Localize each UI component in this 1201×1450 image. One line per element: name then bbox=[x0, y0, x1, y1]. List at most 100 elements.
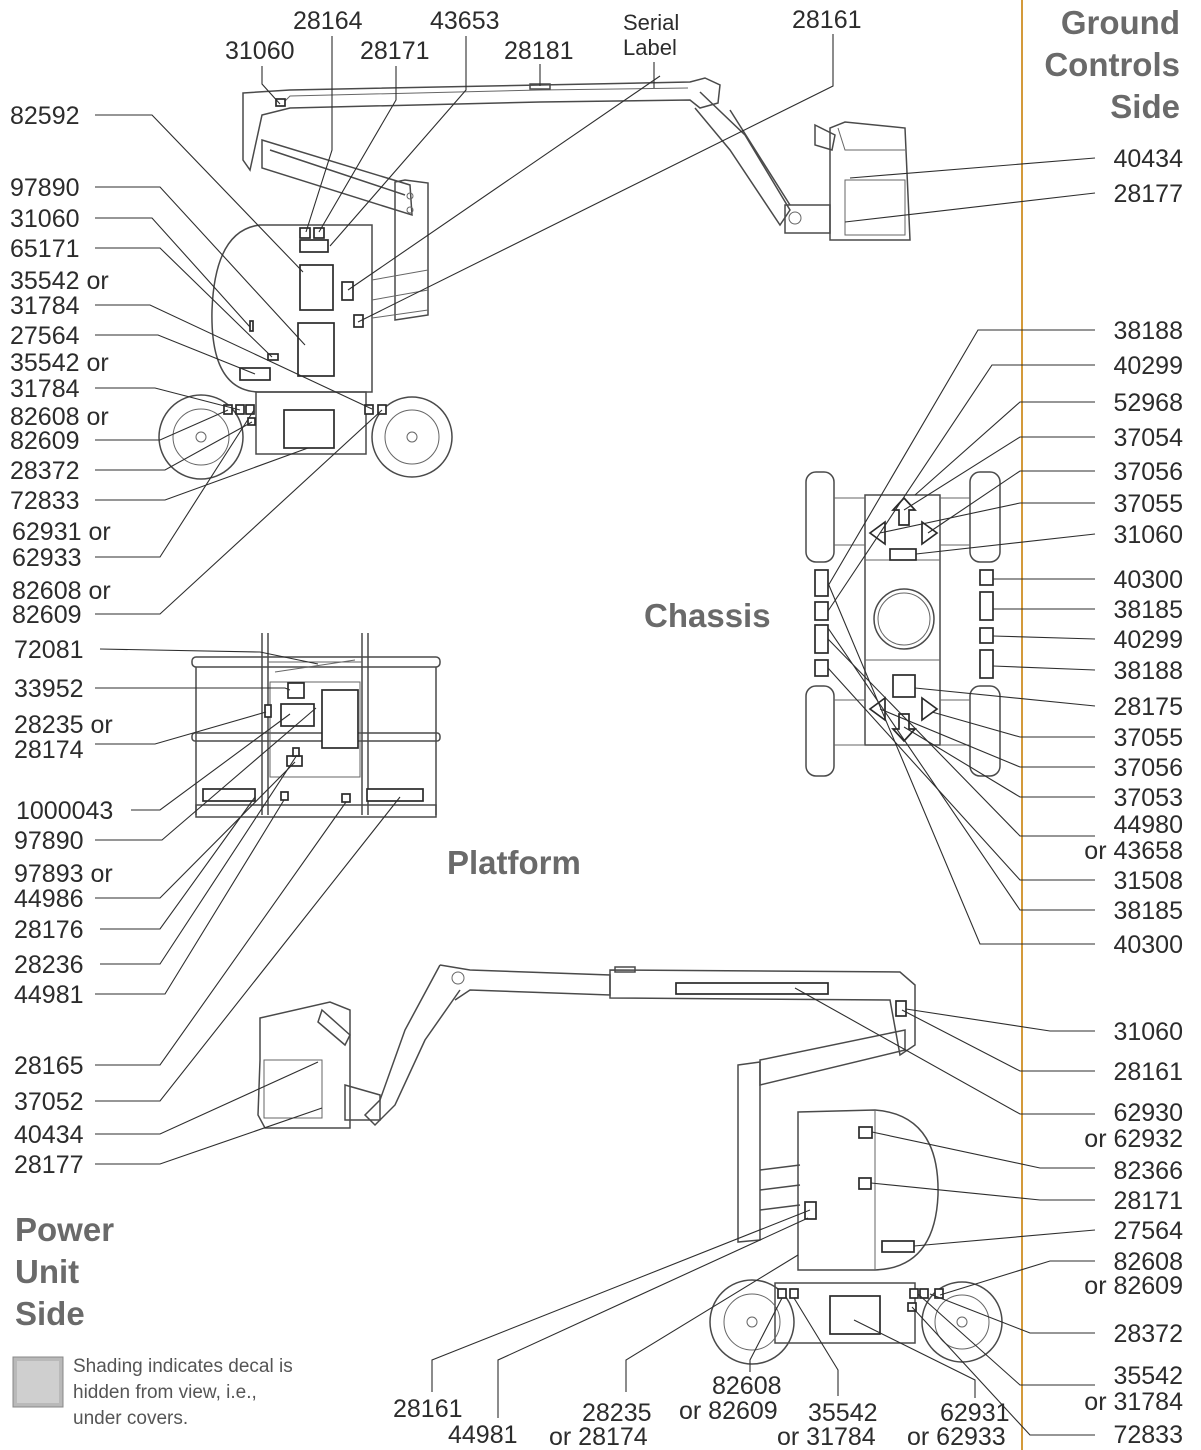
callout-label: 40299 bbox=[1113, 626, 1183, 654]
callout-label: 82592 bbox=[10, 102, 80, 130]
callout-label: 28372 bbox=[10, 457, 80, 485]
callout-label: 31508 bbox=[1113, 867, 1183, 895]
power-side-right-callouts: 31060 28161 62930 or 62932 82366 28171 2… bbox=[1084, 1018, 1183, 1449]
legend-line-2: hidden from view, i.e., bbox=[73, 1382, 257, 1403]
callout-label: or 31784 bbox=[1084, 1388, 1183, 1416]
callout-label: 37053 bbox=[1113, 784, 1183, 812]
callout-label: 82608 or bbox=[10, 403, 109, 431]
callout-label: 82608 or bbox=[12, 577, 111, 605]
callout-label: 40434 bbox=[1113, 145, 1183, 173]
legend-line-1: Shading indicates decal is bbox=[73, 1356, 293, 1377]
bottom-callouts: 28161 44981 28235 or 28174 82608 or 8260… bbox=[393, 1372, 1010, 1450]
callout-label: 40300 bbox=[1113, 931, 1183, 959]
power-heading-line-2: Unit bbox=[15, 1253, 79, 1290]
callout-label: 31784 bbox=[10, 292, 80, 320]
callout-label: 62930 bbox=[1113, 1099, 1183, 1127]
callout-label: 28161 bbox=[1113, 1058, 1183, 1086]
power-heading-line-1: Power bbox=[15, 1211, 114, 1248]
callout-label: 31060 bbox=[10, 205, 80, 233]
callout-label: 35542 or bbox=[10, 349, 109, 377]
callout-label: Label bbox=[623, 35, 677, 60]
callout-label: 44980 bbox=[1113, 811, 1183, 839]
ground-heading-line-1: Ground bbox=[1061, 4, 1180, 41]
callout-label: 40299 bbox=[1113, 352, 1183, 380]
ground-heading-line-2: Controls bbox=[1044, 46, 1180, 83]
callout-label: 28171 bbox=[1113, 1187, 1183, 1215]
callout-label: 28175 bbox=[1113, 693, 1183, 721]
callout-label: 40434 bbox=[14, 1121, 84, 1149]
legend-line-3: under covers. bbox=[73, 1408, 188, 1429]
callout-label: 28161 bbox=[393, 1395, 463, 1423]
callout-label: 82366 bbox=[1113, 1157, 1183, 1185]
callout-label: or 82609 bbox=[1084, 1272, 1183, 1300]
callout-label: 35542 or bbox=[10, 267, 109, 295]
callout-label: 82609 bbox=[12, 601, 82, 629]
callout-label: 44986 bbox=[14, 885, 84, 913]
callout-label: 31060 bbox=[225, 37, 295, 65]
chassis-heading: Chassis bbox=[644, 597, 771, 634]
callout-label: 28176 bbox=[14, 916, 84, 944]
ground-side-right-callouts: 40434 28177 bbox=[1113, 145, 1183, 208]
callout-label: 38185 bbox=[1113, 897, 1183, 925]
callout-label: 31060 bbox=[1113, 521, 1183, 549]
callout-label: 44981 bbox=[14, 981, 84, 1009]
callout-label: 82608 bbox=[712, 1372, 782, 1400]
callout-label: 97890 bbox=[14, 827, 84, 855]
callout-label: or 31784 bbox=[777, 1423, 876, 1450]
chassis-drawing bbox=[805, 471, 1001, 777]
callout-label: 38185 bbox=[1113, 596, 1183, 624]
callout-label: 44981 bbox=[448, 1421, 518, 1449]
callout-label: 65171 bbox=[10, 235, 80, 263]
callout-label: 28372 bbox=[1113, 1320, 1183, 1348]
callout-label: 38188 bbox=[1113, 317, 1183, 345]
callout-label: 28164 bbox=[293, 7, 363, 35]
callout-label: 62931 or bbox=[12, 518, 111, 546]
platform-drawing bbox=[191, 633, 441, 818]
power-side-machine bbox=[257, 964, 1003, 1365]
top-callouts: 28164 43653 31060 28171 28181 28161 Seri… bbox=[225, 6, 862, 65]
callout-label: 1000043 bbox=[16, 797, 113, 825]
callout-label: 35542 bbox=[1113, 1362, 1183, 1390]
callout-label: 28181 bbox=[504, 37, 574, 65]
callout-label: 31784 bbox=[10, 375, 80, 403]
callout-label: 52968 bbox=[1113, 389, 1183, 417]
callout-label: 97890 bbox=[10, 174, 80, 202]
callout-label: or 28174 bbox=[549, 1423, 648, 1450]
ground-heading-line-3: Side bbox=[1110, 88, 1180, 125]
callout-label: 72081 bbox=[14, 636, 84, 664]
callout-label: 37052 bbox=[14, 1088, 84, 1116]
ground-controls-heading: Ground Controls Side bbox=[1044, 4, 1180, 125]
callout-label: 37056 bbox=[1113, 458, 1183, 486]
callout-label: 33952 bbox=[14, 675, 84, 703]
power-unit-heading: Power Unit Side bbox=[15, 1211, 114, 1332]
callout-label: 62933 bbox=[12, 544, 82, 572]
callout-label: 82609 bbox=[10, 427, 80, 455]
callout-label: 28161 bbox=[792, 6, 862, 34]
callout-label: 82608 bbox=[1113, 1248, 1183, 1276]
ground-side-left-callouts: 82592 97890 31060 65171 35542 or 31784 2… bbox=[10, 102, 111, 629]
callout-label: or 62932 bbox=[1084, 1125, 1183, 1153]
callout-label: 28165 bbox=[14, 1052, 84, 1080]
leader-lines bbox=[95, 34, 1096, 1436]
shading-swatch-inner bbox=[17, 1361, 59, 1403]
callout-label: 37054 bbox=[1113, 424, 1183, 452]
callout-label: 28235 bbox=[582, 1399, 652, 1427]
callout-label: 43653 bbox=[430, 7, 500, 35]
callout-label: 28177 bbox=[1113, 180, 1183, 208]
callout-label: 28177 bbox=[14, 1151, 84, 1179]
callout-label: 35542 bbox=[808, 1399, 878, 1427]
callout-label: 27564 bbox=[1113, 1217, 1183, 1245]
callout-label: 28174 bbox=[14, 736, 84, 764]
callout-label: 28171 bbox=[360, 37, 430, 65]
callout-label: 97893 or bbox=[14, 860, 113, 888]
callout-label: 62931 bbox=[940, 1399, 1010, 1427]
legend: Shading indicates decal is hidden from v… bbox=[12, 1356, 293, 1429]
callout-label: 27564 bbox=[10, 322, 80, 350]
platform-heading: Platform bbox=[447, 844, 581, 881]
callout-label: 28235 or bbox=[14, 711, 113, 739]
platform-callouts: 72081 33952 28235 or 28174 1000043 97890… bbox=[14, 636, 113, 1179]
callout-label: 28236 bbox=[14, 951, 84, 979]
callout-label: 37055 bbox=[1113, 490, 1183, 518]
callout-label: or 62933 bbox=[907, 1423, 1006, 1450]
